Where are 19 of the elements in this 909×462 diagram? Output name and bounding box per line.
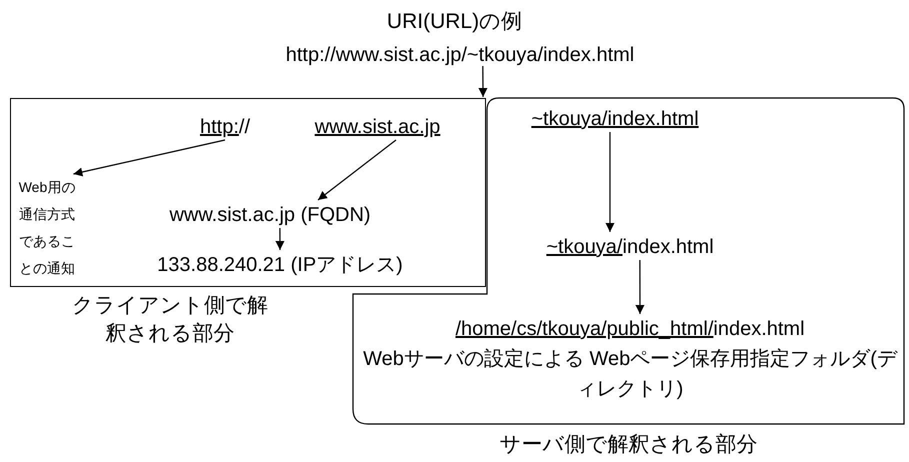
region-caption: クライアント側で解釈される部分 bbox=[71, 293, 269, 347]
diagram-title: URI(URL)の例 bbox=[386, 9, 524, 35]
text-label: www.sist.ac.jp (FQDN) bbox=[120, 200, 420, 228]
text-label: 133.88.240.21 (IPアドレス) bbox=[110, 250, 450, 278]
text-label: http:// bbox=[180, 112, 270, 140]
text-label: ~tkouya/index.html bbox=[495, 104, 735, 132]
text-label: Web用の通信方式であることの通知 bbox=[14, 174, 80, 284]
arrow bbox=[275, 228, 284, 250]
arrow bbox=[73, 139, 226, 176]
region-caption: サーバ側で解釈される部分 bbox=[498, 432, 758, 458]
text-label: www.sist.ac.jp bbox=[285, 112, 470, 140]
text-label: Webサーバの設定による Webページ保存用指定フォルダ(ディレクトリ) bbox=[355, 344, 905, 406]
text-label: /home/cs/tkouya/public_html/index.html bbox=[360, 314, 900, 342]
arrow bbox=[478, 66, 488, 97]
arrow bbox=[318, 140, 396, 200]
arrow bbox=[605, 132, 614, 232]
arrow bbox=[635, 260, 644, 314]
text-label: ~tkouya/index.html bbox=[500, 232, 760, 260]
text-label: http://www.sist.ac.jp/~tkouya/index.html bbox=[160, 40, 760, 66]
